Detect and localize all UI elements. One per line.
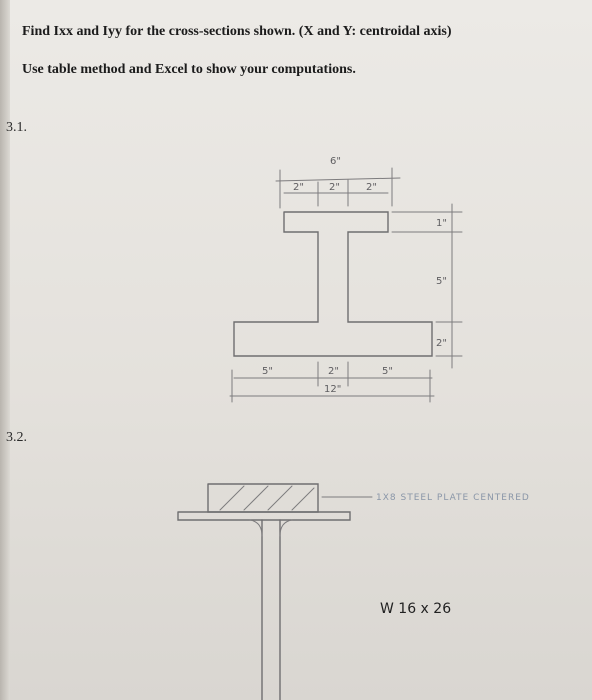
dim-flange-thickness: 1" [436,218,447,229]
dim-top-left: 2" [293,182,304,193]
dim-bottom-right: 5" [382,366,393,377]
plate-note: 1X8 STEEL PLATE CENTERED [376,493,530,503]
dim-web-height: 5" [436,276,447,287]
steel-plate-outline [207,483,319,513]
dim-bottom-mid: 2" [328,366,339,377]
problem-number-3-2: 3.2. [6,430,27,445]
w-section-flange [177,511,351,521]
dim-bottom-total: 12" [324,384,341,395]
dim-top-right: 2" [366,182,377,193]
instruction-line-1: Find Ixx and Iyy for the cross-sections … [22,24,452,39]
dim-bottom-left: 5" [262,366,273,377]
section-3-1-outline [233,211,433,357]
page-edge-shadow [0,0,10,700]
instruction-line-2: Use table method and Excel to show your … [22,62,356,77]
w-section-label: W 16 x 26 [380,601,452,617]
dim-top-total: 6" [330,156,341,167]
dim-bottom-thickness: 2" [436,338,447,349]
problem-number-3-1: 3.1. [6,120,27,135]
dim-top-mid: 2" [329,182,340,193]
